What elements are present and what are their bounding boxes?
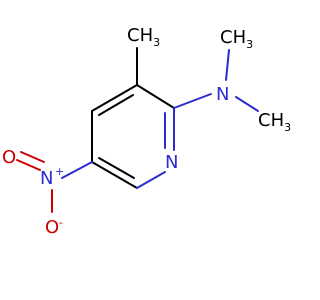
nitro-o-bottom-charge: - [59,216,63,229]
bond-c5-c6-inner [98,157,135,179]
methyl-top-label: CH3 [127,25,160,49]
bond-c2-amine-n [173,93,212,109]
nitro-o-left-label: O [2,147,16,168]
nitro-n-charge: + [55,165,64,178]
amine-n-label: N [216,84,229,105]
bond-c6-ring-n [136,171,166,189]
ring-n-label: N [165,152,178,173]
bond-c3-c4-inner [98,94,134,116]
bond-nitro-n-o-left-a [16,159,41,171]
bond-c3-c4 [91,84,138,112]
bond-c3-c2 [136,84,175,109]
nitro-n-label: N [40,168,53,189]
bond-amine-n-methyl-upper [225,49,230,81]
bond-c5-c6 [91,161,138,189]
methyl-upper-label: CH3 [220,27,253,51]
molecule-structure-diagram: CH3 CH3 N CH3 N N + O O - [2,25,291,238]
methyl-right-label: CH3 [258,110,291,134]
bond-amine-n-methyl-right [235,96,259,112]
nitro-o-bottom-label: O [45,217,59,238]
bond-nitro-n-o-left-b [20,151,45,163]
bond-c5-nitro-n [61,161,93,179]
